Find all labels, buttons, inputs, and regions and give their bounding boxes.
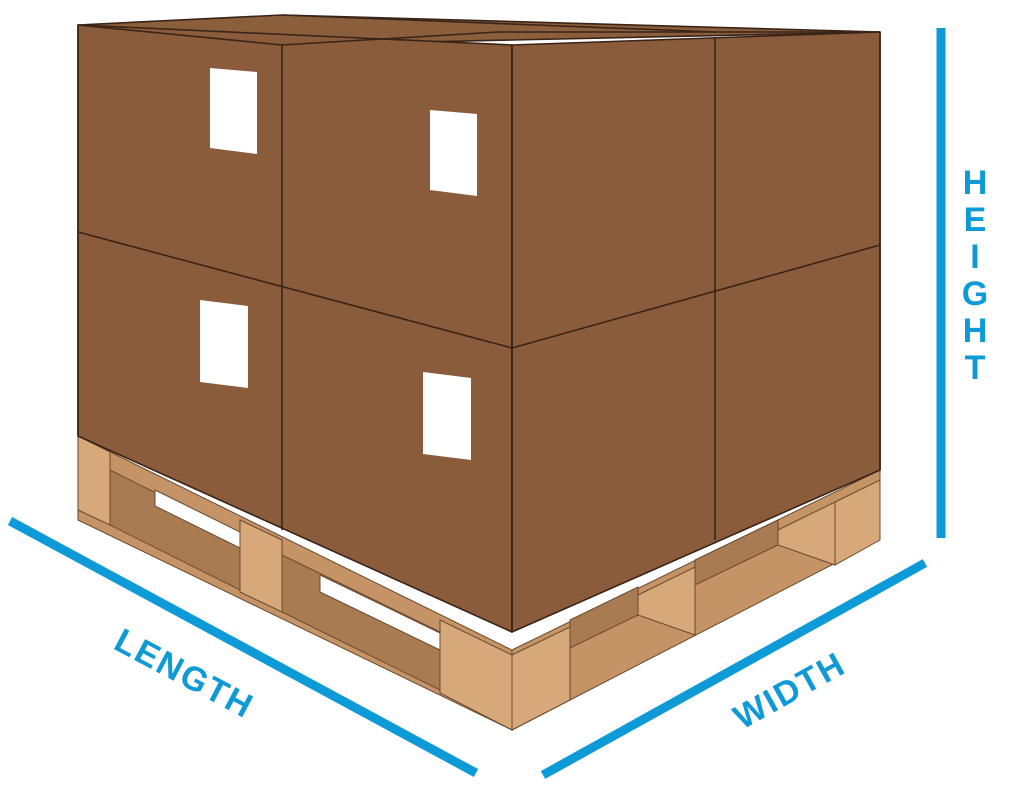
lid-line-1 xyxy=(77,24,283,46)
height-label-letter: H xyxy=(962,312,988,350)
box-stack xyxy=(77,14,881,633)
length-line xyxy=(7,517,479,777)
pallet-block-l2 xyxy=(239,519,283,613)
pallet xyxy=(77,435,881,731)
pallet-block-r1 xyxy=(511,626,571,731)
height-label-letter: E xyxy=(963,201,987,239)
dimension-lines xyxy=(7,28,946,779)
width-line xyxy=(540,559,928,779)
length-label: LENGTH xyxy=(108,622,260,727)
top-seam-2 xyxy=(281,14,716,33)
tier-seam-front xyxy=(77,231,513,349)
pallet-block-r2 xyxy=(637,566,696,636)
pallet-block-l1 xyxy=(77,435,111,526)
pallet-block-r4 xyxy=(834,479,881,566)
box-label-1 xyxy=(210,68,257,154)
height-label-letter: I xyxy=(970,238,980,276)
height-label-letter: G xyxy=(961,275,989,313)
box-label-4 xyxy=(423,372,471,460)
box-labels xyxy=(200,68,477,460)
height-label-letter: T xyxy=(964,349,986,387)
top-seam-1 xyxy=(281,31,880,46)
box-label-3 xyxy=(200,300,248,388)
tier-seam-right xyxy=(511,244,881,349)
height-label-letter: H xyxy=(962,164,988,202)
box-label-2 xyxy=(430,110,477,196)
